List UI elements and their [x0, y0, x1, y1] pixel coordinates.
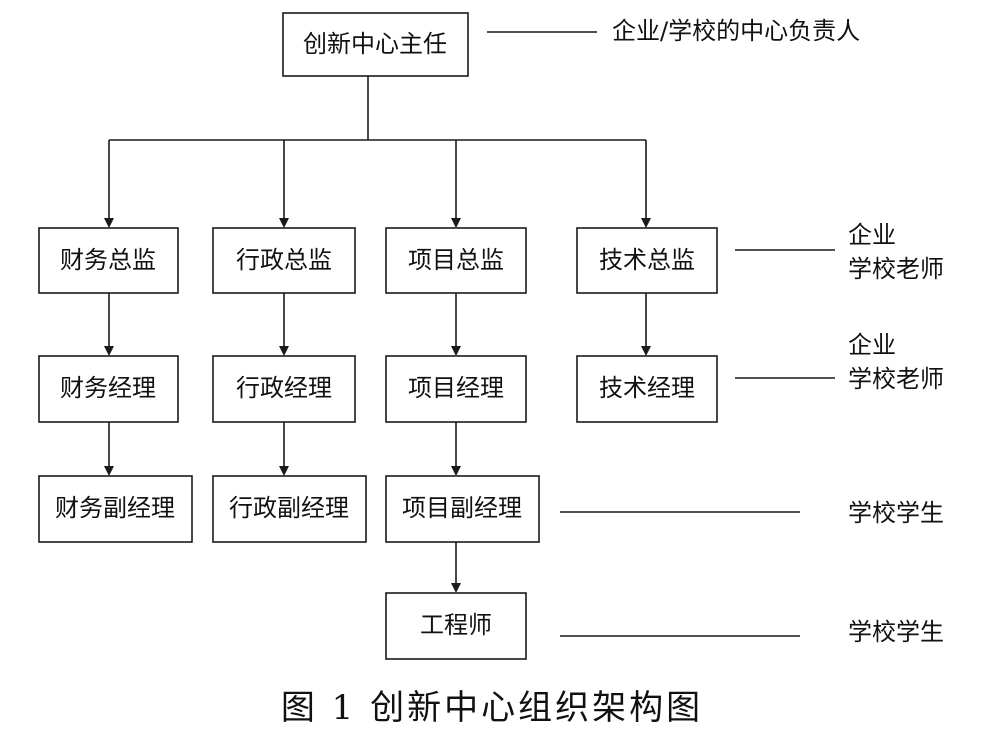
- note-leaders: [487, 31, 835, 637]
- connectors: [104, 76, 651, 593]
- node-project-chief: 项目总监: [385, 227, 527, 294]
- node-finance-mgr-label: 财务经理: [60, 374, 156, 402]
- node-engineer-label: 工程师: [420, 611, 492, 639]
- node-director-label: 创新中心主任: [303, 30, 447, 58]
- node-engineer: 工程师: [385, 592, 527, 660]
- note-director: 企业/学校的中心负责人: [612, 17, 860, 45]
- node-finance-deputy: 财务副经理: [38, 475, 193, 543]
- note-tech-chief-line1: 企业: [848, 221, 896, 249]
- node-tech-chief-label: 技术总监: [599, 246, 695, 274]
- node-admin-mgr-label: 行政经理: [236, 374, 332, 402]
- node-admin-chief-label: 行政总监: [236, 246, 332, 274]
- figure-caption: 图 1 创新中心组织架构图: [280, 688, 704, 728]
- node-director: 创新中心主任: [282, 12, 469, 77]
- node-tech-chief: 技术总监: [576, 227, 718, 294]
- node-project-mgr-label: 项目经理: [408, 374, 504, 402]
- node-admin-chief: 行政总监: [212, 227, 356, 294]
- node-finance-chief-label: 财务总监: [60, 246, 156, 274]
- node-project-mgr: 项目经理: [385, 355, 527, 423]
- node-finance-deputy-label: 财务副经理: [55, 494, 175, 522]
- node-admin-mgr: 行政经理: [212, 355, 356, 423]
- node-tech-mgr-label: 技术经理: [599, 374, 695, 402]
- node-finance-chief: 财务总监: [38, 227, 179, 294]
- node-project-chief-label: 项目总监: [408, 246, 504, 274]
- node-project-deputy-label: 项目副经理: [402, 494, 522, 522]
- node-finance-mgr: 财务经理: [38, 355, 179, 423]
- note-tech-mgr-line2: 学校老师: [848, 365, 944, 393]
- note-tech-chief-line2: 学校老师: [848, 255, 944, 283]
- node-admin-deputy: 行政副经理: [212, 475, 367, 543]
- node-admin-deputy-label: 行政副经理: [229, 494, 349, 522]
- note-project-deputy: 学校学生: [848, 499, 944, 527]
- node-tech-mgr: 技术经理: [576, 355, 718, 423]
- note-tech-mgr-line1: 企业: [848, 331, 896, 359]
- node-project-deputy: 项目副经理: [385, 475, 540, 543]
- note-engineer: 学校学生: [848, 618, 944, 646]
